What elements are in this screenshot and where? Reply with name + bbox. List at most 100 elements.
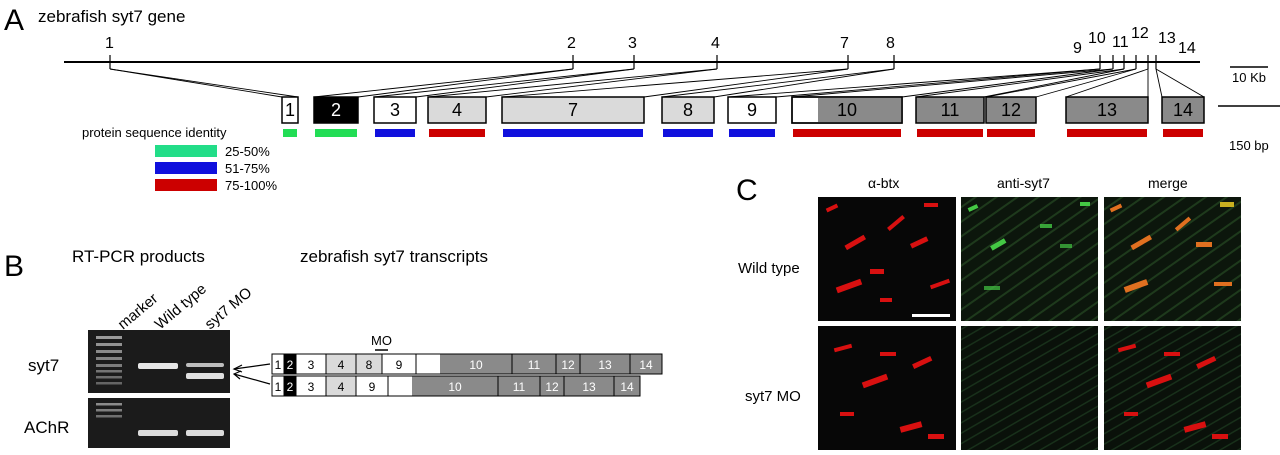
connector-right [775,68,1101,98]
band-arrows [232,363,271,385]
transcript-exon-label: 9 [369,380,376,394]
exon-label: 8 [683,100,693,120]
identity-bar [375,129,415,137]
genomic-scale-label: 10 Kb [1232,70,1266,85]
connector-left [915,68,1125,98]
connector-right [1035,68,1137,98]
identity-bar [729,129,775,137]
exon-label: 2 [331,100,341,120]
exon-box: 3 [373,96,417,124]
transcript-exon-label: 10 [448,380,462,394]
band-mo-lower [186,373,224,379]
genomic-label: 1 [105,35,114,52]
transcript-exon: 13 [563,375,615,397]
exon-box: 14 [1161,96,1205,124]
exon-label: 10 [837,100,857,120]
connector-left [1065,68,1149,98]
genomic-label: 7 [840,35,849,52]
genomic-label: 11 [1112,34,1129,51]
genomic-label: 13 [1158,30,1176,47]
genomic-label: 12 [1131,25,1149,42]
transcript-exon-label: 11 [513,380,526,394]
transcript-exon-label: 13 [582,380,596,394]
col-label-merge: merge [1148,175,1188,191]
identity-bar [1163,129,1203,137]
transcript-exon-label: 12 [561,358,575,372]
row-label-syt7: syt7 [28,356,59,375]
exon-label: 13 [1097,100,1117,120]
identity-bar [917,129,983,137]
exon-box: 13 [1065,96,1149,124]
identity-bar [283,129,297,137]
lane-label-syt7-mo: syt7 MO [202,284,256,333]
gel-achr [88,398,230,448]
panel-b: B RT-PCR products zebrafish syt7 transcr… [4,247,663,448]
mo-label: MO [371,333,392,348]
band-mo-achr [186,430,224,436]
identity-bar [503,129,643,137]
identity-legend-title: protein sequence identity [82,125,227,140]
row-label-wild-type: Wild type [738,260,800,277]
connector-left [791,68,1114,98]
col-label-abtx: α-btx [868,175,899,191]
scale-bar [912,314,950,317]
transcript-exon: 9 [381,353,417,375]
exon-box: 2 [313,96,359,124]
transcript-exon-label: 12 [545,380,559,394]
exon-label: 7 [568,100,578,120]
genomic-label: 14 [1178,40,1196,57]
row-label-syt7-mo: syt7 MO [745,388,801,405]
identity-bar [1067,129,1147,137]
exon-label: 1 [285,100,295,120]
transcript-exon-label: 9 [396,358,403,372]
transcript-exon-label: 2 [287,380,294,394]
transcript-exon-label: 1 [275,380,282,394]
legend-label-low: 25-50% [225,144,270,159]
identity-bar [987,129,1035,137]
exon-box: 4 [427,96,487,124]
transcript-exon-label: 3 [308,380,315,394]
connector-right [1155,68,1205,98]
panel-a-letter: A [4,4,24,37]
transcript-exon: 13 [579,353,631,375]
lane-label-wild-type: Wild type [152,280,210,333]
exon-box: 11 [915,96,985,124]
genomic-label: 8 [886,35,895,52]
exon-label: 3 [390,100,400,120]
transcript-exon: 2 [283,375,297,397]
exon-label: 9 [747,100,757,120]
transcript-exon: 14 [613,375,641,397]
exon-label: 14 [1173,100,1193,120]
micrograph-mo-abtx [818,326,956,450]
transcript-exon-label: 8 [366,358,373,372]
transcript-exon: 8 [355,353,383,375]
transcript-exon: 3 [295,353,327,375]
connector-right [901,68,1114,98]
transcript-exon: 3 [295,375,327,397]
connector-right [983,68,1125,98]
identity-legend: 25-50% 51-75% 75-100% [155,144,277,193]
exon-scale-label: 150 bp [1229,138,1269,153]
band-wt-syt7 [138,363,178,369]
transcript-exon-label: 1 [275,358,282,372]
genomic-label: 10 [1088,30,1106,47]
transcript-exon: 14 [629,353,663,375]
micrograph-mo-merge [1104,326,1241,450]
transcript-exon: 4 [325,375,357,397]
gel-title: RT-PCR products [72,247,205,266]
exon-label: 12 [1001,100,1021,120]
panel-a-title: zebrafish syt7 gene [38,7,185,26]
transcript-exon-label: 4 [338,358,345,372]
connector-right [415,68,635,98]
connector-left [985,68,1137,98]
exon-box: 1 [281,96,299,124]
col-label-anti-syt7: anti-syt7 [997,175,1050,191]
identity-bar [663,129,713,137]
gel-syt7 [88,330,230,393]
row-label-achr: AChR [24,418,69,437]
